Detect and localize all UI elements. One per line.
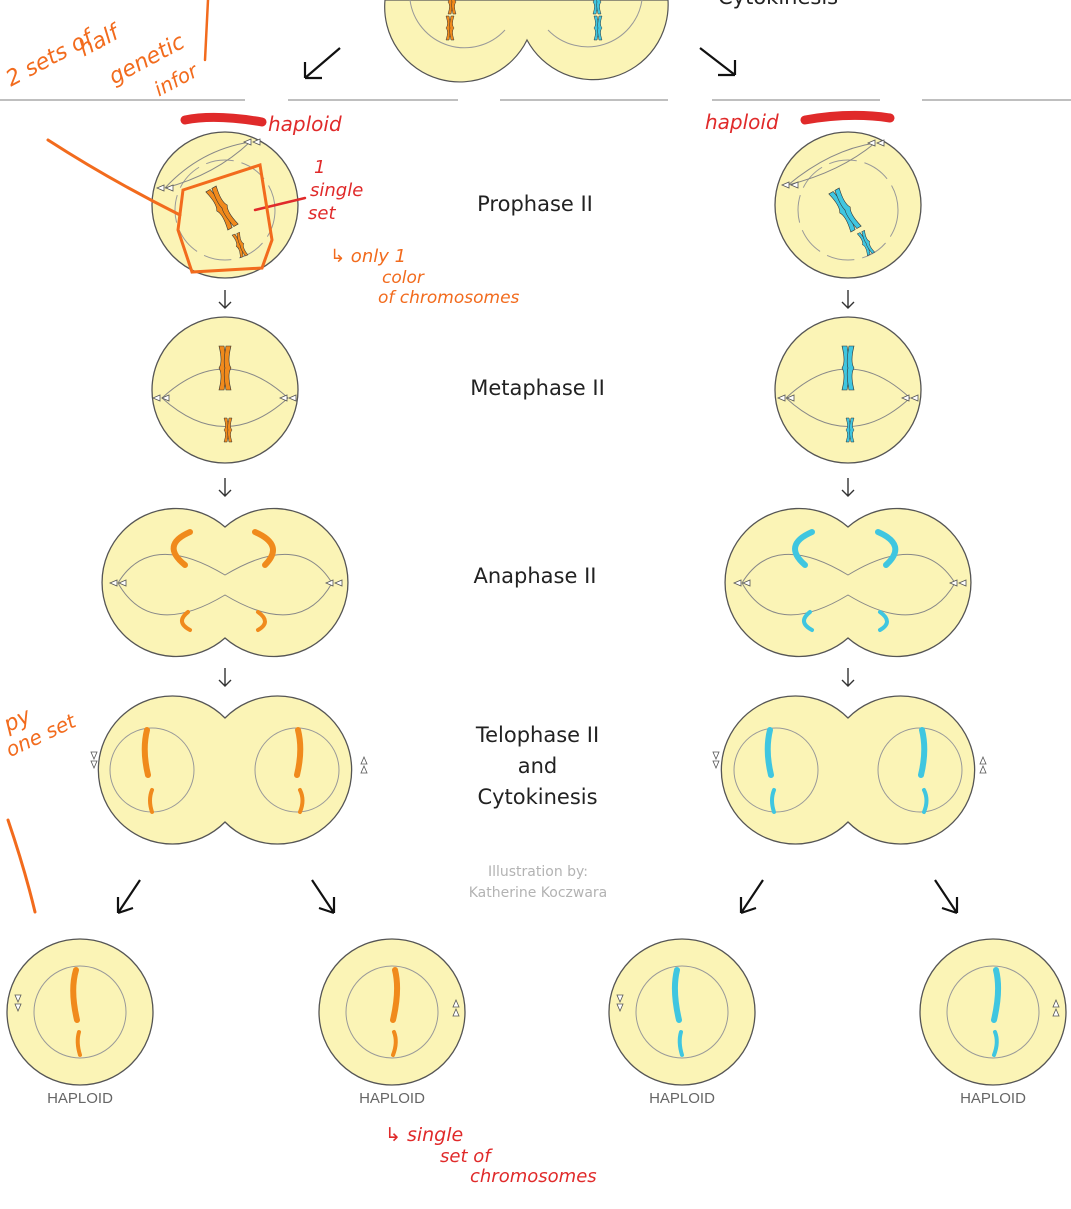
illustration-credit: Illustration by: Katherine Koczwara [438, 862, 638, 904]
down-arrows [218, 290, 855, 687]
haploid-cell-1 [6, 938, 154, 1086]
telophase-right-cell [712, 695, 987, 845]
stage-label-telophase-ii: Telophase II and Cytokinesis [455, 720, 620, 813]
telophase-line-1: Telophase II [475, 723, 600, 747]
note-single-set-2: single [310, 180, 364, 201]
haploid-label-3: HAPLOID [649, 1090, 715, 1107]
telophase-left-cell [90, 695, 368, 845]
stage-label-prophase-ii: Prophase II [477, 192, 593, 216]
telophase-line-3: Cytokinesis [477, 785, 598, 809]
note-only-one-2: color [382, 268, 424, 288]
note-single-set-3: set [308, 203, 336, 224]
note-bottom-3: chromosomes [470, 1166, 597, 1187]
haploid-cell-4 [919, 938, 1067, 1086]
arrow-left-icon [303, 47, 341, 80]
note-haploid-left: haploid [268, 112, 342, 136]
telophase-line-2: and [517, 754, 558, 778]
haploid-cell-3 [608, 938, 756, 1086]
metaphase-left-cell [151, 316, 299, 464]
note-only-one-3: of chromosomes [378, 288, 520, 308]
haploid-label-2: HAPLOID [359, 1090, 425, 1107]
metaphase-right-cell [774, 316, 922, 464]
annotation-strokes [6, 0, 895, 914]
note-bottom-1: ↳ single [385, 1124, 464, 1146]
note-single-set-1: 1 [314, 157, 326, 178]
anaphase-right-cell [724, 507, 972, 658]
lower-arrows [116, 879, 959, 915]
arrow-right-icon [699, 47, 737, 77]
haploid-cell-2 [318, 938, 466, 1086]
stage-label-anaphase-ii: Anaphase II [473, 564, 597, 588]
note-only-one-1: ↳ only 1 [330, 246, 407, 267]
stage-label-metaphase-ii: Metaphase II [470, 376, 605, 400]
credit-line-2: Katherine Koczwara [468, 885, 608, 901]
note-bottom-2: set of [440, 1146, 491, 1167]
top-dividing-cell [384, 0, 669, 83]
stage-label-top-cytokinesis: Cytokinesis [718, 0, 838, 13]
haploid-label-4: HAPLOID [960, 1090, 1026, 1107]
anaphase-left-cell [101, 507, 349, 658]
note-haploid-right: haploid [705, 110, 779, 134]
haploid-label-1: HAPLOID [47, 1090, 113, 1107]
credit-line-1: Illustration by: [487, 864, 589, 880]
prophase-right-cell [774, 131, 922, 279]
